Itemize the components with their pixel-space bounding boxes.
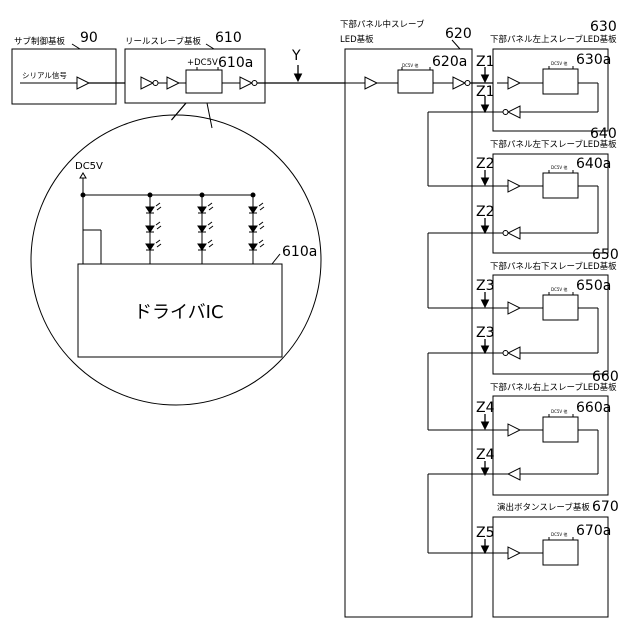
lower-panel-middle-slave-board: 下部パネル中スレーブ LED基板 620 DC5V 他 620a [340, 19, 493, 617]
board-640-ref: 640 [590, 126, 617, 142]
led-icon [146, 244, 154, 250]
signal-y: Y [291, 48, 302, 81]
board-630-ref: 630 [590, 19, 617, 35]
board-640-chip-tiny: DC5V 他 [551, 164, 567, 170]
led-column-3 [249, 195, 257, 264]
board-660-ref: 660 [592, 369, 619, 385]
detail-power-label: DC5V [75, 161, 103, 172]
board-650-ref: 650 [592, 247, 619, 263]
led-icon [249, 244, 257, 250]
board-650-chip-tiny: DC5V 他 [551, 286, 567, 292]
board-670-chip-ref: 670a [576, 523, 611, 539]
power-terminal-icon [80, 173, 86, 178]
led-icon [146, 207, 154, 213]
mid-chip-tiny: DC5V 他 [402, 62, 418, 68]
board-660-chip-tiny: DC5V 他 [551, 408, 567, 414]
zone-z3-a: Z3 [476, 278, 495, 294]
board-650-chip [543, 295, 578, 320]
zone-z3-b: Z3 [476, 325, 495, 341]
reel-board-title: リールスレーブ基板 [125, 36, 201, 47]
reel-power-label: +DC5V [187, 58, 218, 68]
board-630-title: 下部パネル左上スレーブLED基板 [490, 34, 617, 45]
board-660-chip-ref: 660a [576, 400, 611, 416]
mid-board-title-1: 下部パネル中スレーブ [340, 19, 425, 30]
sub-board-title: サブ制御基板 [14, 36, 66, 47]
mid-chip-620a [398, 70, 433, 93]
mid-chip-ref: 620a [432, 54, 467, 70]
zone-z2-a: Z2 [476, 156, 495, 172]
sub-control-board: サブ制御基板 90 シリアル信号 [12, 30, 125, 104]
zone-z4-a: Z4 [476, 400, 495, 416]
led-icon [249, 207, 257, 213]
board-630-chip-tiny: DC5V 他 [551, 60, 567, 66]
board-650-chip-ref: 650a [576, 278, 611, 294]
board-670-chip [543, 540, 578, 565]
driver-ic-ref: 610a [282, 244, 317, 260]
led-icon [198, 207, 206, 213]
board-630-lower-panel-top-left: 下部パネル左上スレーブLED基板 630 DC5V 他 630a Z1 Z1 [472, 19, 617, 131]
reel-chip-ref: 610a [218, 55, 253, 71]
led-emission-marks [156, 203, 264, 247]
mid-board-title-2: LED基板 [340, 34, 374, 45]
sub-board-ref: 90 [80, 30, 98, 46]
led-icon [249, 226, 257, 232]
reel-chip-610a [186, 70, 222, 93]
zone-z4-b: Z4 [476, 447, 495, 463]
mid-board-ref: 620 [445, 26, 472, 42]
board-660-chip [543, 417, 578, 442]
driver-ic-label: ドライバIC [134, 302, 224, 323]
led-icon [198, 244, 206, 250]
board-640-chip [543, 173, 578, 198]
zone-z5: Z5 [476, 525, 495, 541]
reel-board-ref: 610 [215, 30, 242, 46]
board-640-chip-ref: 640a [576, 156, 611, 172]
led-column-2 [198, 195, 206, 264]
board-670-chip-tiny: DC5V 他 [551, 531, 567, 537]
serial-signal-label: シリアル信号 [22, 70, 67, 80]
board-630-chip [543, 69, 578, 94]
driver-detail-callout: DC5V [31, 103, 321, 405]
board-670-ref: 670 [592, 499, 619, 515]
reel-slave-board: リールスレーブ基板 610 +DC5V 610a [125, 30, 345, 103]
board-630-chip-ref: 630a [576, 52, 611, 68]
zone-z2-b: Z2 [476, 204, 495, 220]
led-icon [198, 226, 206, 232]
board-670-title: 演出ボタンスレーブ基板 [497, 502, 590, 513]
led-icon [146, 226, 154, 232]
signal-y-label: Y [291, 48, 301, 64]
led-column-1 [146, 195, 154, 264]
